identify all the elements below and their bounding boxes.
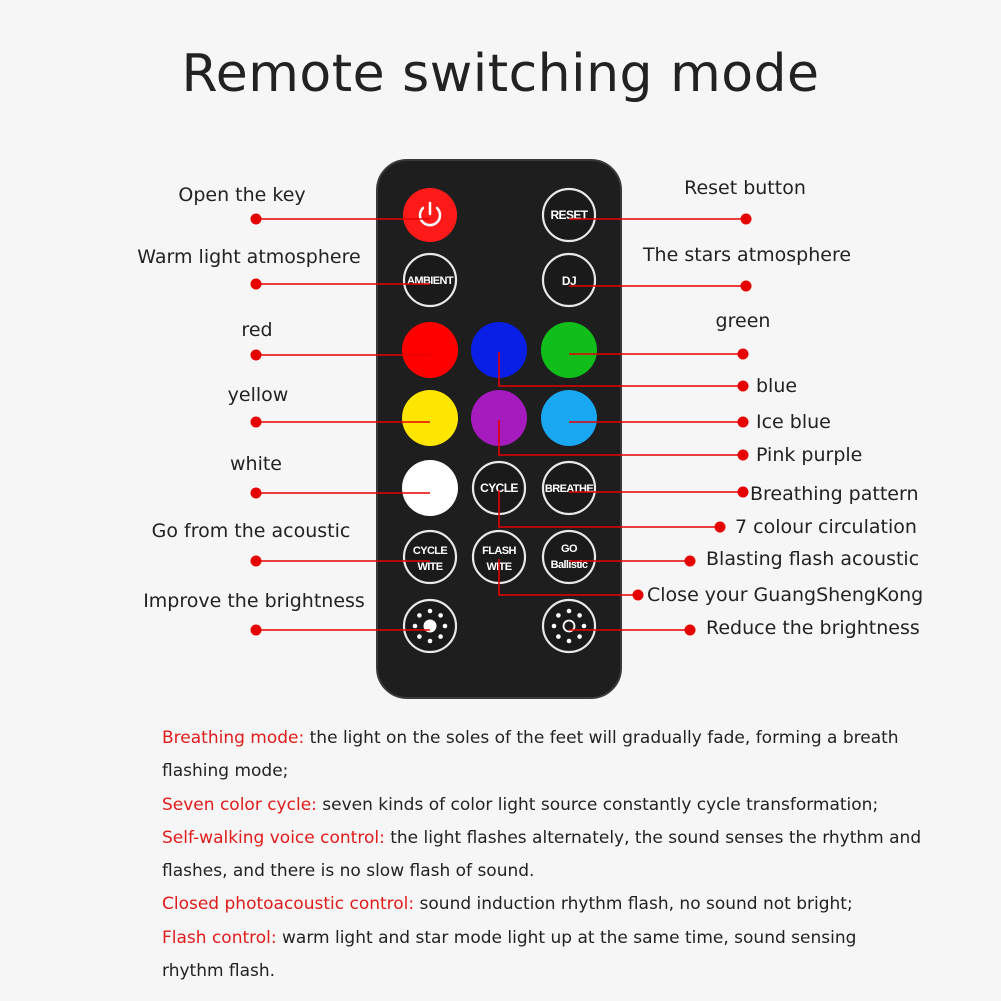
- sun-dim-icon: [551, 608, 587, 644]
- label-close-guang: Close your GuangShengKong: [647, 584, 923, 606]
- note-seven-color: Seven color cycle: seven kinds of color …: [162, 794, 879, 815]
- label-pink-purple: Pink purple: [756, 444, 862, 466]
- svg-text:AMBIENT: AMBIENT: [407, 275, 454, 287]
- label-go-acoustic: Go from the acoustic: [152, 520, 351, 542]
- power-button[interactable]: [403, 188, 457, 242]
- power-icon: [418, 201, 442, 227]
- leader-dots-left: [250, 213, 262, 636]
- label-reduce-brightness: Reduce the brightness: [706, 617, 920, 639]
- svg-text:Ballistic: Ballistic: [551, 559, 588, 571]
- breathe-button[interactable]: BREATHE: [541, 460, 597, 516]
- page-title: Remote switching mode: [181, 44, 820, 104]
- leader-lines-right: [498, 218, 746, 631]
- leader-lines-left: [256, 218, 430, 631]
- label-breathing-pattern: Breathing pattern: [750, 483, 919, 505]
- sun-bright-icon: [412, 608, 448, 644]
- label-red: red: [241, 319, 272, 341]
- label-yellow: yellow: [228, 384, 289, 406]
- purple-button[interactable]: [471, 390, 527, 446]
- label-open-key: Open the key: [178, 184, 305, 206]
- dj-button[interactable]: DJ: [541, 252, 597, 308]
- blue-button[interactable]: [471, 322, 527, 378]
- reset-button[interactable]: RESET: [541, 187, 597, 243]
- leader-dots-right: [632, 213, 752, 636]
- ice-blue-button[interactable]: [541, 390, 597, 446]
- cycle-wite-button[interactable]: CYCLE WITE: [402, 529, 458, 585]
- note-flash-control: Flash control: warm light and star mode …: [162, 927, 857, 982]
- svg-text:GO: GO: [561, 543, 578, 555]
- svg-text:BREATHE: BREATHE: [545, 483, 593, 495]
- cycle-button[interactable]: CYCLE: [471, 460, 527, 516]
- white-button[interactable]: [402, 460, 458, 516]
- label-stars: The stars atmosphere: [642, 244, 851, 266]
- go-ballistic-button[interactable]: GO Ballistic: [541, 529, 597, 585]
- green-button[interactable]: [541, 322, 597, 378]
- svg-text:RESET: RESET: [550, 208, 588, 222]
- label-blue: blue: [756, 375, 797, 397]
- label-green: green: [716, 310, 771, 332]
- note-breathing: Breathing mode: the light on the soles o…: [162, 728, 899, 782]
- brightness-up-button[interactable]: [402, 598, 458, 654]
- label-improve-brightness: Improve the brightness: [143, 590, 365, 612]
- svg-text:FLASH: FLASH: [482, 545, 516, 557]
- note-closed-photoacoustic: Closed photoacoustic control: sound indu…: [162, 894, 853, 915]
- label-seven-colour: 7 colour circulation: [735, 516, 917, 538]
- note-self-walking: Self-walking voice control: the light fl…: [162, 827, 922, 882]
- label-white: white: [230, 453, 282, 475]
- red-button[interactable]: [402, 322, 458, 378]
- svg-text:CYCLE: CYCLE: [413, 545, 448, 557]
- svg-text:CYCLE: CYCLE: [480, 481, 518, 495]
- mode-notes: Breathing mode: the light on the soles o…: [162, 722, 922, 988]
- label-ice-blue: Ice blue: [756, 411, 831, 433]
- svg-text:DJ: DJ: [562, 274, 576, 288]
- label-reset-button: Reset button: [684, 177, 806, 199]
- ambient-button[interactable]: AMBIENT: [402, 252, 458, 308]
- label-warm-light: Warm light atmosphere: [137, 246, 360, 268]
- svg-text:WITE: WITE: [417, 561, 442, 573]
- yellow-button[interactable]: [402, 390, 458, 446]
- brightness-down-button[interactable]: [541, 598, 597, 654]
- label-blasting-flash: Blasting flash acoustic: [706, 548, 919, 570]
